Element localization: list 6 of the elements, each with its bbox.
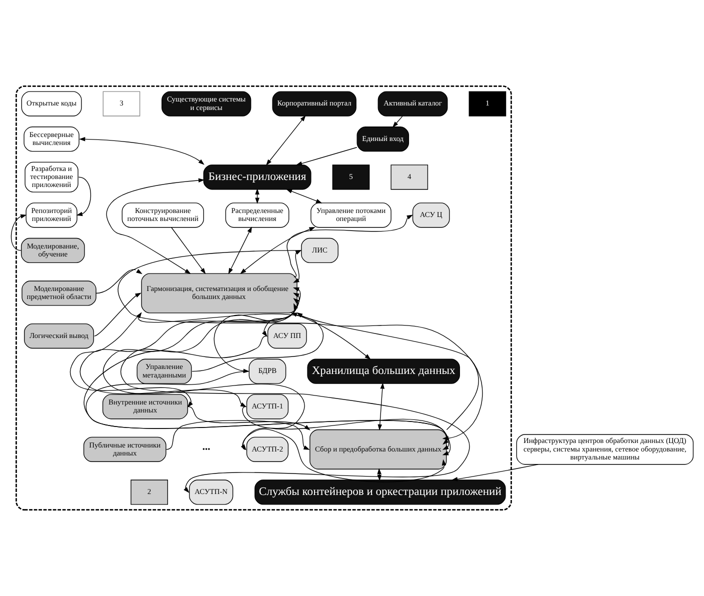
label: 1 [486, 98, 490, 108]
label: ••• [202, 444, 210, 454]
label: 4 [408, 172, 412, 182]
label: 5 [349, 172, 353, 182]
label: 3 [120, 98, 124, 108]
label: 2 [147, 487, 152, 496]
